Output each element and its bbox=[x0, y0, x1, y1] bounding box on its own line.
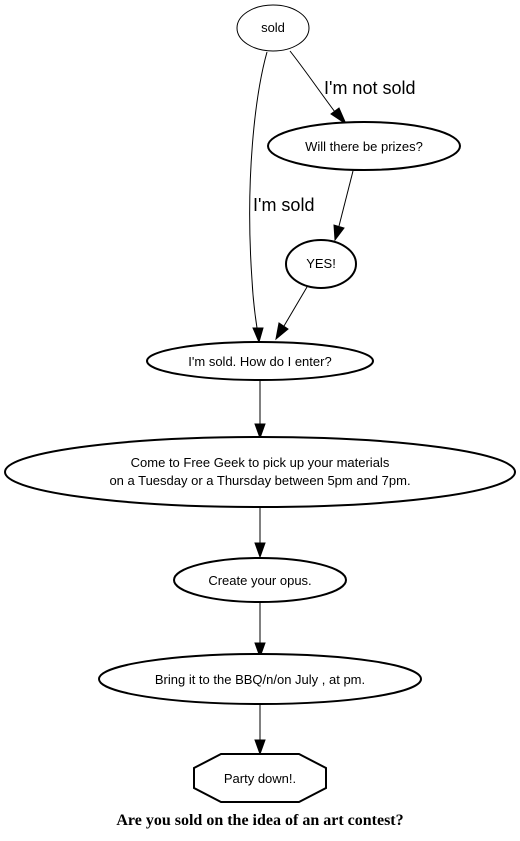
node-opus: Create your opus. bbox=[173, 557, 347, 603]
node-come: Come to Free Geek to pick up your materi… bbox=[4, 436, 516, 508]
edge-label-not-sold: I'm not sold bbox=[324, 78, 415, 98]
node-party-label: Party down!. bbox=[224, 771, 296, 786]
edge-yes-to-enter bbox=[275, 286, 308, 341]
node-prizes-label: Will there be prizes? bbox=[305, 139, 423, 154]
node-opus-label: Create your opus. bbox=[208, 573, 311, 588]
node-bring-label: Bring it to the BBQ/n/on July , at pm. bbox=[155, 672, 365, 687]
edge-sold-to-enter bbox=[249, 51, 268, 344]
edge-label-im-sold: I'm sold bbox=[253, 195, 314, 215]
node-come-label-line1: Come to Free Geek to pick up your materi… bbox=[131, 455, 390, 470]
node-sold-label: sold bbox=[261, 20, 285, 35]
node-enter-label: I'm sold. How do I enter? bbox=[188, 354, 331, 369]
node-yes: YES! bbox=[285, 239, 357, 289]
node-prizes: Will there be prizes? bbox=[267, 121, 461, 171]
diagram-caption: Are you sold on the idea of an art conte… bbox=[116, 812, 403, 829]
edge-sold-to-prizes bbox=[289, 50, 348, 126]
node-enter: I'm sold. How do I enter? bbox=[146, 341, 374, 381]
node-bring: Bring it to the BBQ/n/on July , at pm. bbox=[98, 653, 422, 705]
node-party: Party down!. bbox=[193, 753, 327, 803]
node-yes-label: YES! bbox=[306, 256, 336, 271]
edge-bring-to-party bbox=[254, 704, 266, 756]
edge-come-to-opus bbox=[254, 507, 266, 559]
node-come-label-line2: on a Tuesday or a Thursday between 5pm a… bbox=[109, 473, 410, 488]
edge-opus-to-bring bbox=[254, 601, 266, 659]
edge-enter-to-come bbox=[254, 380, 266, 440]
edge-prizes-to-yes bbox=[333, 170, 354, 242]
node-sold: sold bbox=[236, 4, 310, 52]
